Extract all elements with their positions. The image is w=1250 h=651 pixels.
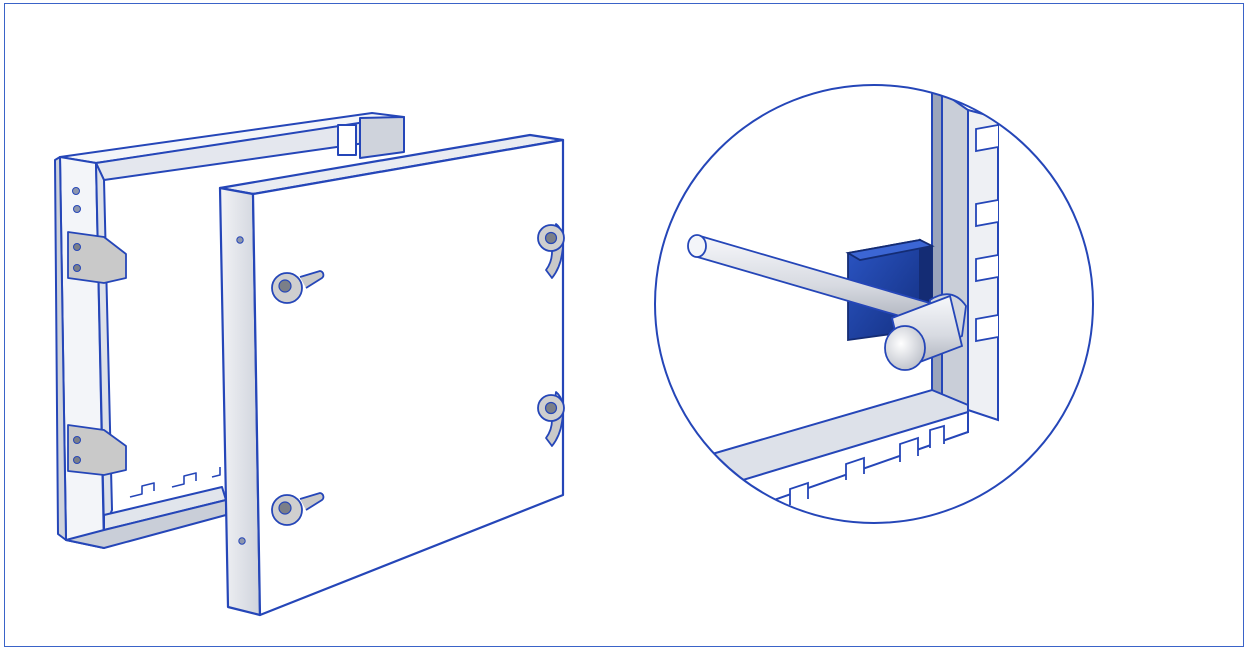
frame-corner-block	[359, 116, 405, 159]
door-cam-latch-lower	[271, 492, 325, 526]
frame-hinge-bracket-lower	[67, 424, 127, 476]
door-front-face	[251, 138, 565, 617]
figure-border	[4, 3, 1244, 647]
door-hinge-knuckle-upper	[537, 223, 565, 279]
door-cam-latch-upper	[271, 270, 325, 304]
access-frame-icon	[54, 112, 405, 549]
detail-circle-outline	[654, 84, 1094, 524]
access-door-icon	[218, 133, 565, 617]
door-hinge-knuckle-lower	[537, 391, 565, 447]
magnified-detail-icon	[654, 84, 1094, 524]
detail-vertical-frame	[931, 85, 999, 422]
detail-hinge-pin	[687, 234, 967, 371]
frame-hinge-bracket-upper	[67, 231, 127, 284]
